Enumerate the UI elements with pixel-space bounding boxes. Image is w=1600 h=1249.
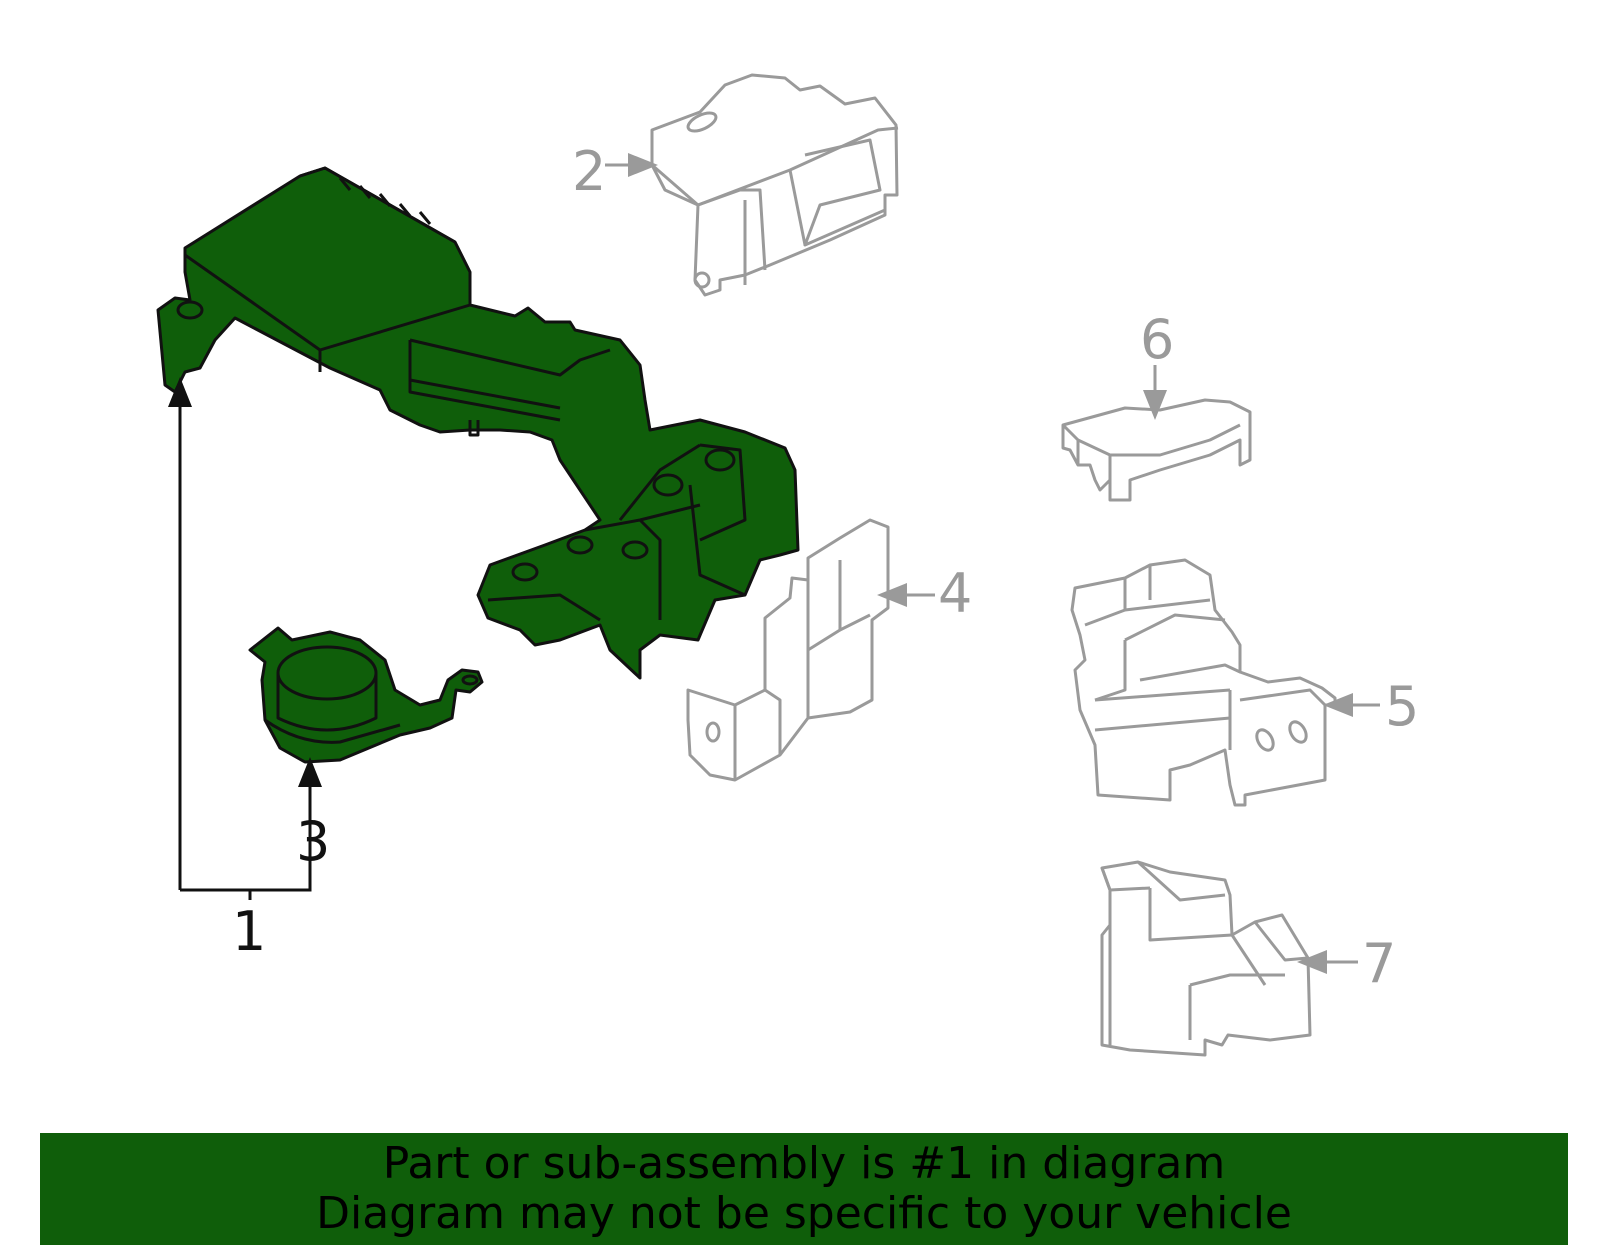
part-3-sensor[interactable] bbox=[248, 626, 484, 764]
part-7-bracket[interactable] bbox=[1100, 860, 1312, 1057]
info-banner: Part or sub-assembly is #1 in diagram Di… bbox=[40, 1133, 1568, 1245]
callout-6-label: 6 bbox=[1140, 308, 1174, 371]
callout-7-label: 7 bbox=[1362, 932, 1396, 995]
part-6-cap[interactable] bbox=[1061, 398, 1252, 502]
callout-2-label: 2 bbox=[572, 140, 606, 203]
callout-1-leader bbox=[168, 377, 322, 900]
callout-1-label: 1 bbox=[232, 900, 266, 963]
part-5-housing[interactable] bbox=[1070, 558, 1337, 807]
part-4-plate[interactable] bbox=[686, 518, 890, 782]
part-1-bracket-assembly[interactable] bbox=[156, 166, 800, 680]
banner-line-disclaimer: Diagram may not be specific to your vehi… bbox=[316, 1188, 1292, 1239]
part-2-cover[interactable] bbox=[650, 73, 899, 297]
callout-4-label: 4 bbox=[938, 562, 972, 625]
callout-5-label: 5 bbox=[1385, 675, 1419, 738]
banner-line-part-info: Part or sub-assembly is #1 in diagram bbox=[382, 1138, 1226, 1189]
callout-3-label: 3 bbox=[296, 810, 330, 873]
